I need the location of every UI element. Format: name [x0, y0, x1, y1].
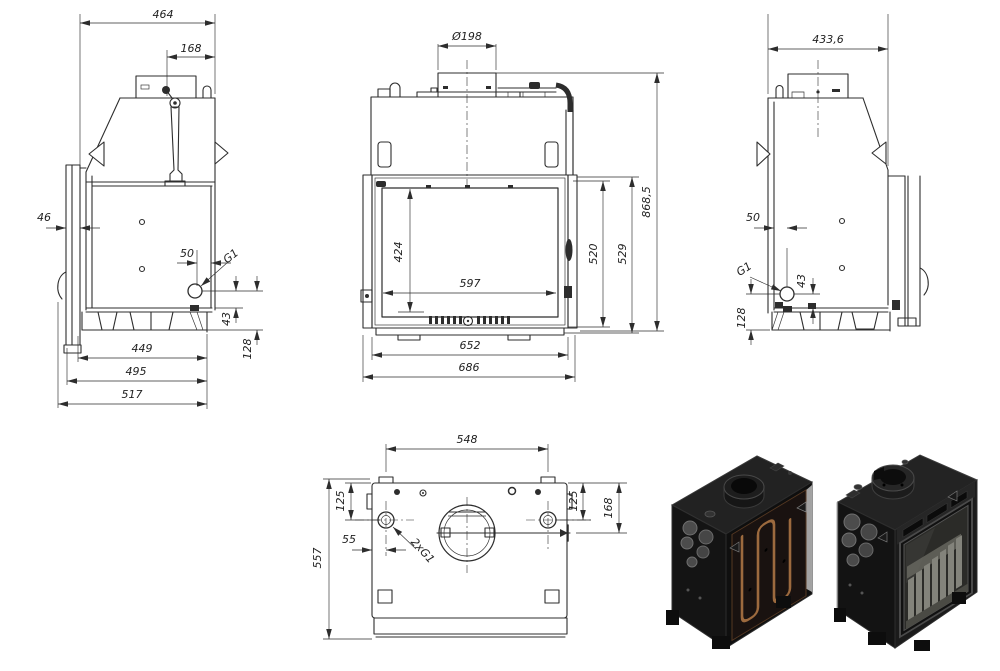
product-render-front-iso [834, 454, 979, 651]
dim-left-top-width: 464 [153, 8, 174, 21]
dim-front-total-height: 868,5 [640, 186, 653, 218]
side-view-right: 433,6 50 G1 43 128 [734, 14, 929, 345]
dim-front-glass-height: 424 [392, 242, 405, 263]
dim-right-top-width: 433,6 [812, 33, 844, 46]
pipe-bosses [841, 513, 878, 567]
dim-left-depth-base: 449 [132, 342, 153, 355]
dim-left-socket-offset: 50 [180, 247, 194, 260]
dim-front-flue-diameter: Ø198 [451, 30, 482, 43]
dim-right-thread: G1 [734, 259, 754, 278]
dim-right-socket-drop: 43 [795, 274, 808, 288]
front-view: Ø198 424 597 520 529 868,5 652 686 [360, 30, 664, 382]
dim-right-socket-height: 128 [735, 308, 748, 329]
dim-top-connector-side-inset: 55 [342, 533, 356, 546]
dim-left-socket-height: 128 [241, 339, 254, 360]
dim-left-depth-total: 517 [122, 388, 143, 401]
dim-front-total-width: 686 [459, 361, 480, 374]
dim-left-socket-drop: 43 [220, 312, 233, 326]
dim-front-jacket-height: 520 [587, 244, 600, 265]
side-view-left: 464 168 46 50 G1 43 128 449 495 517 [37, 8, 263, 409]
dim-top-thread-pair: 2xG1 [408, 536, 437, 566]
dim-front-glass-width: 597 [460, 277, 481, 290]
dim-front-height: 529 [616, 244, 629, 265]
dim-top-connector-inset-right: 125 [567, 491, 580, 512]
product-render-rear-iso [666, 455, 814, 649]
pipe-bosses [680, 520, 714, 568]
air-vent-row [429, 315, 510, 327]
dim-top-depth-total: 557 [311, 548, 324, 569]
firebox-grate [908, 535, 962, 625]
dim-left-door-thickness: 46 [37, 211, 51, 224]
top-view: 548 125 125 168 55 2xG1 557 [311, 433, 627, 640]
dim-top-connector-spacing: 548 [457, 433, 478, 446]
dim-top-connector-inset-left: 125 [334, 491, 347, 512]
dim-left-damper-offset: 168 [181, 42, 202, 55]
dim-left-depth-mid: 495 [126, 365, 147, 378]
dim-right-socket-offset: 50 [746, 211, 760, 224]
dim-top-damper-rod-offset: 168 [602, 498, 615, 519]
dim-front-body-width: 652 [460, 339, 481, 352]
